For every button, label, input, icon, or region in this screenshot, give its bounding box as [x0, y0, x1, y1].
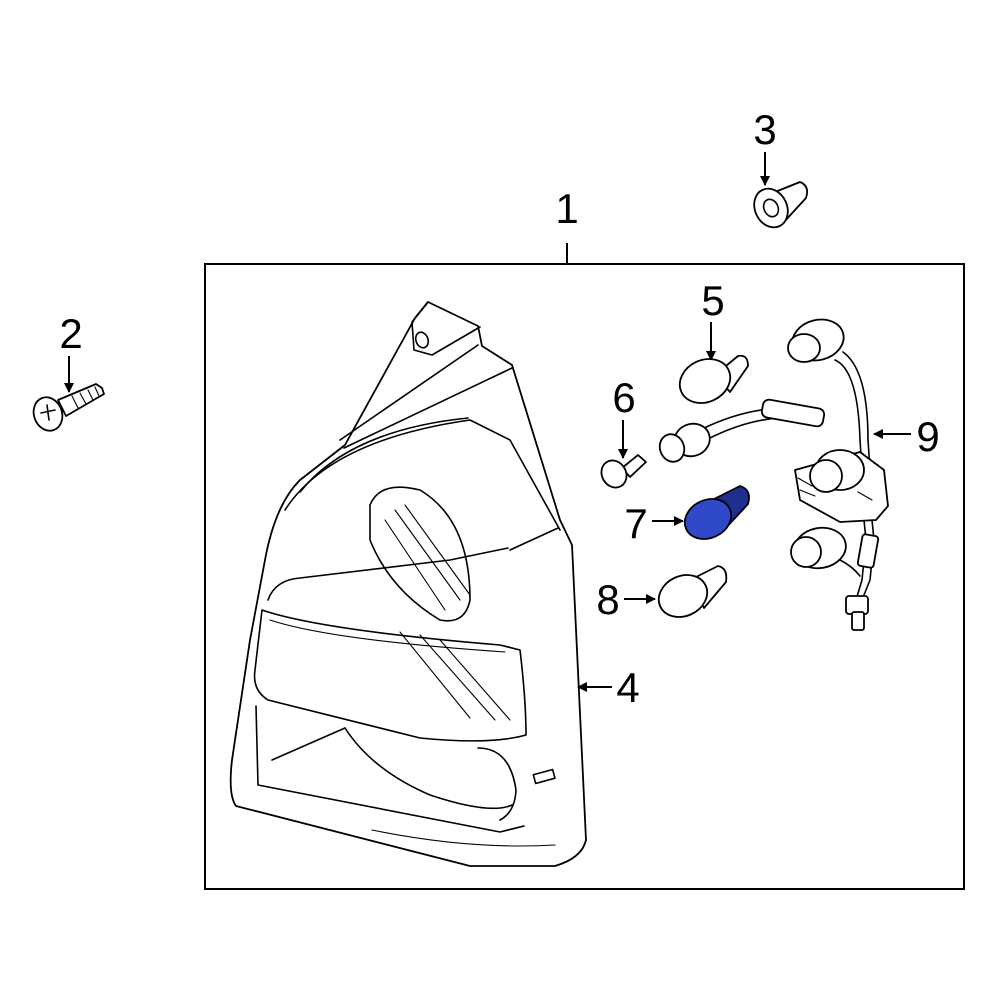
callout-9[interactable]: 9: [916, 413, 939, 460]
callout-3[interactable]: 3: [753, 106, 776, 153]
bulb-icon[interactable]: [673, 351, 749, 411]
bulb-icon[interactable]: [652, 565, 728, 625]
callout-7[interactable]: 7: [624, 500, 647, 547]
grommet-nut-icon[interactable]: [748, 181, 809, 233]
callout-6[interactable]: 6: [612, 374, 635, 421]
callout-2[interactable]: 2: [59, 310, 82, 357]
highlighted-bulb-icon[interactable]: [678, 485, 750, 546]
callout-4[interactable]: 4: [616, 664, 639, 711]
callout-5[interactable]: 5: [701, 277, 724, 324]
wedge-bulb-icon[interactable]: [597, 454, 647, 492]
wiring-harness[interactable]: [787, 314, 889, 631]
screw-icon[interactable]: [29, 383, 105, 435]
tail-lamp-housing[interactable]: [229, 301, 587, 867]
callout-1[interactable]: 1: [555, 185, 578, 232]
callout-8[interactable]: 8: [596, 576, 619, 623]
socket-wire-icon[interactable]: [656, 398, 826, 466]
assembly-frame: [204, 263, 965, 890]
